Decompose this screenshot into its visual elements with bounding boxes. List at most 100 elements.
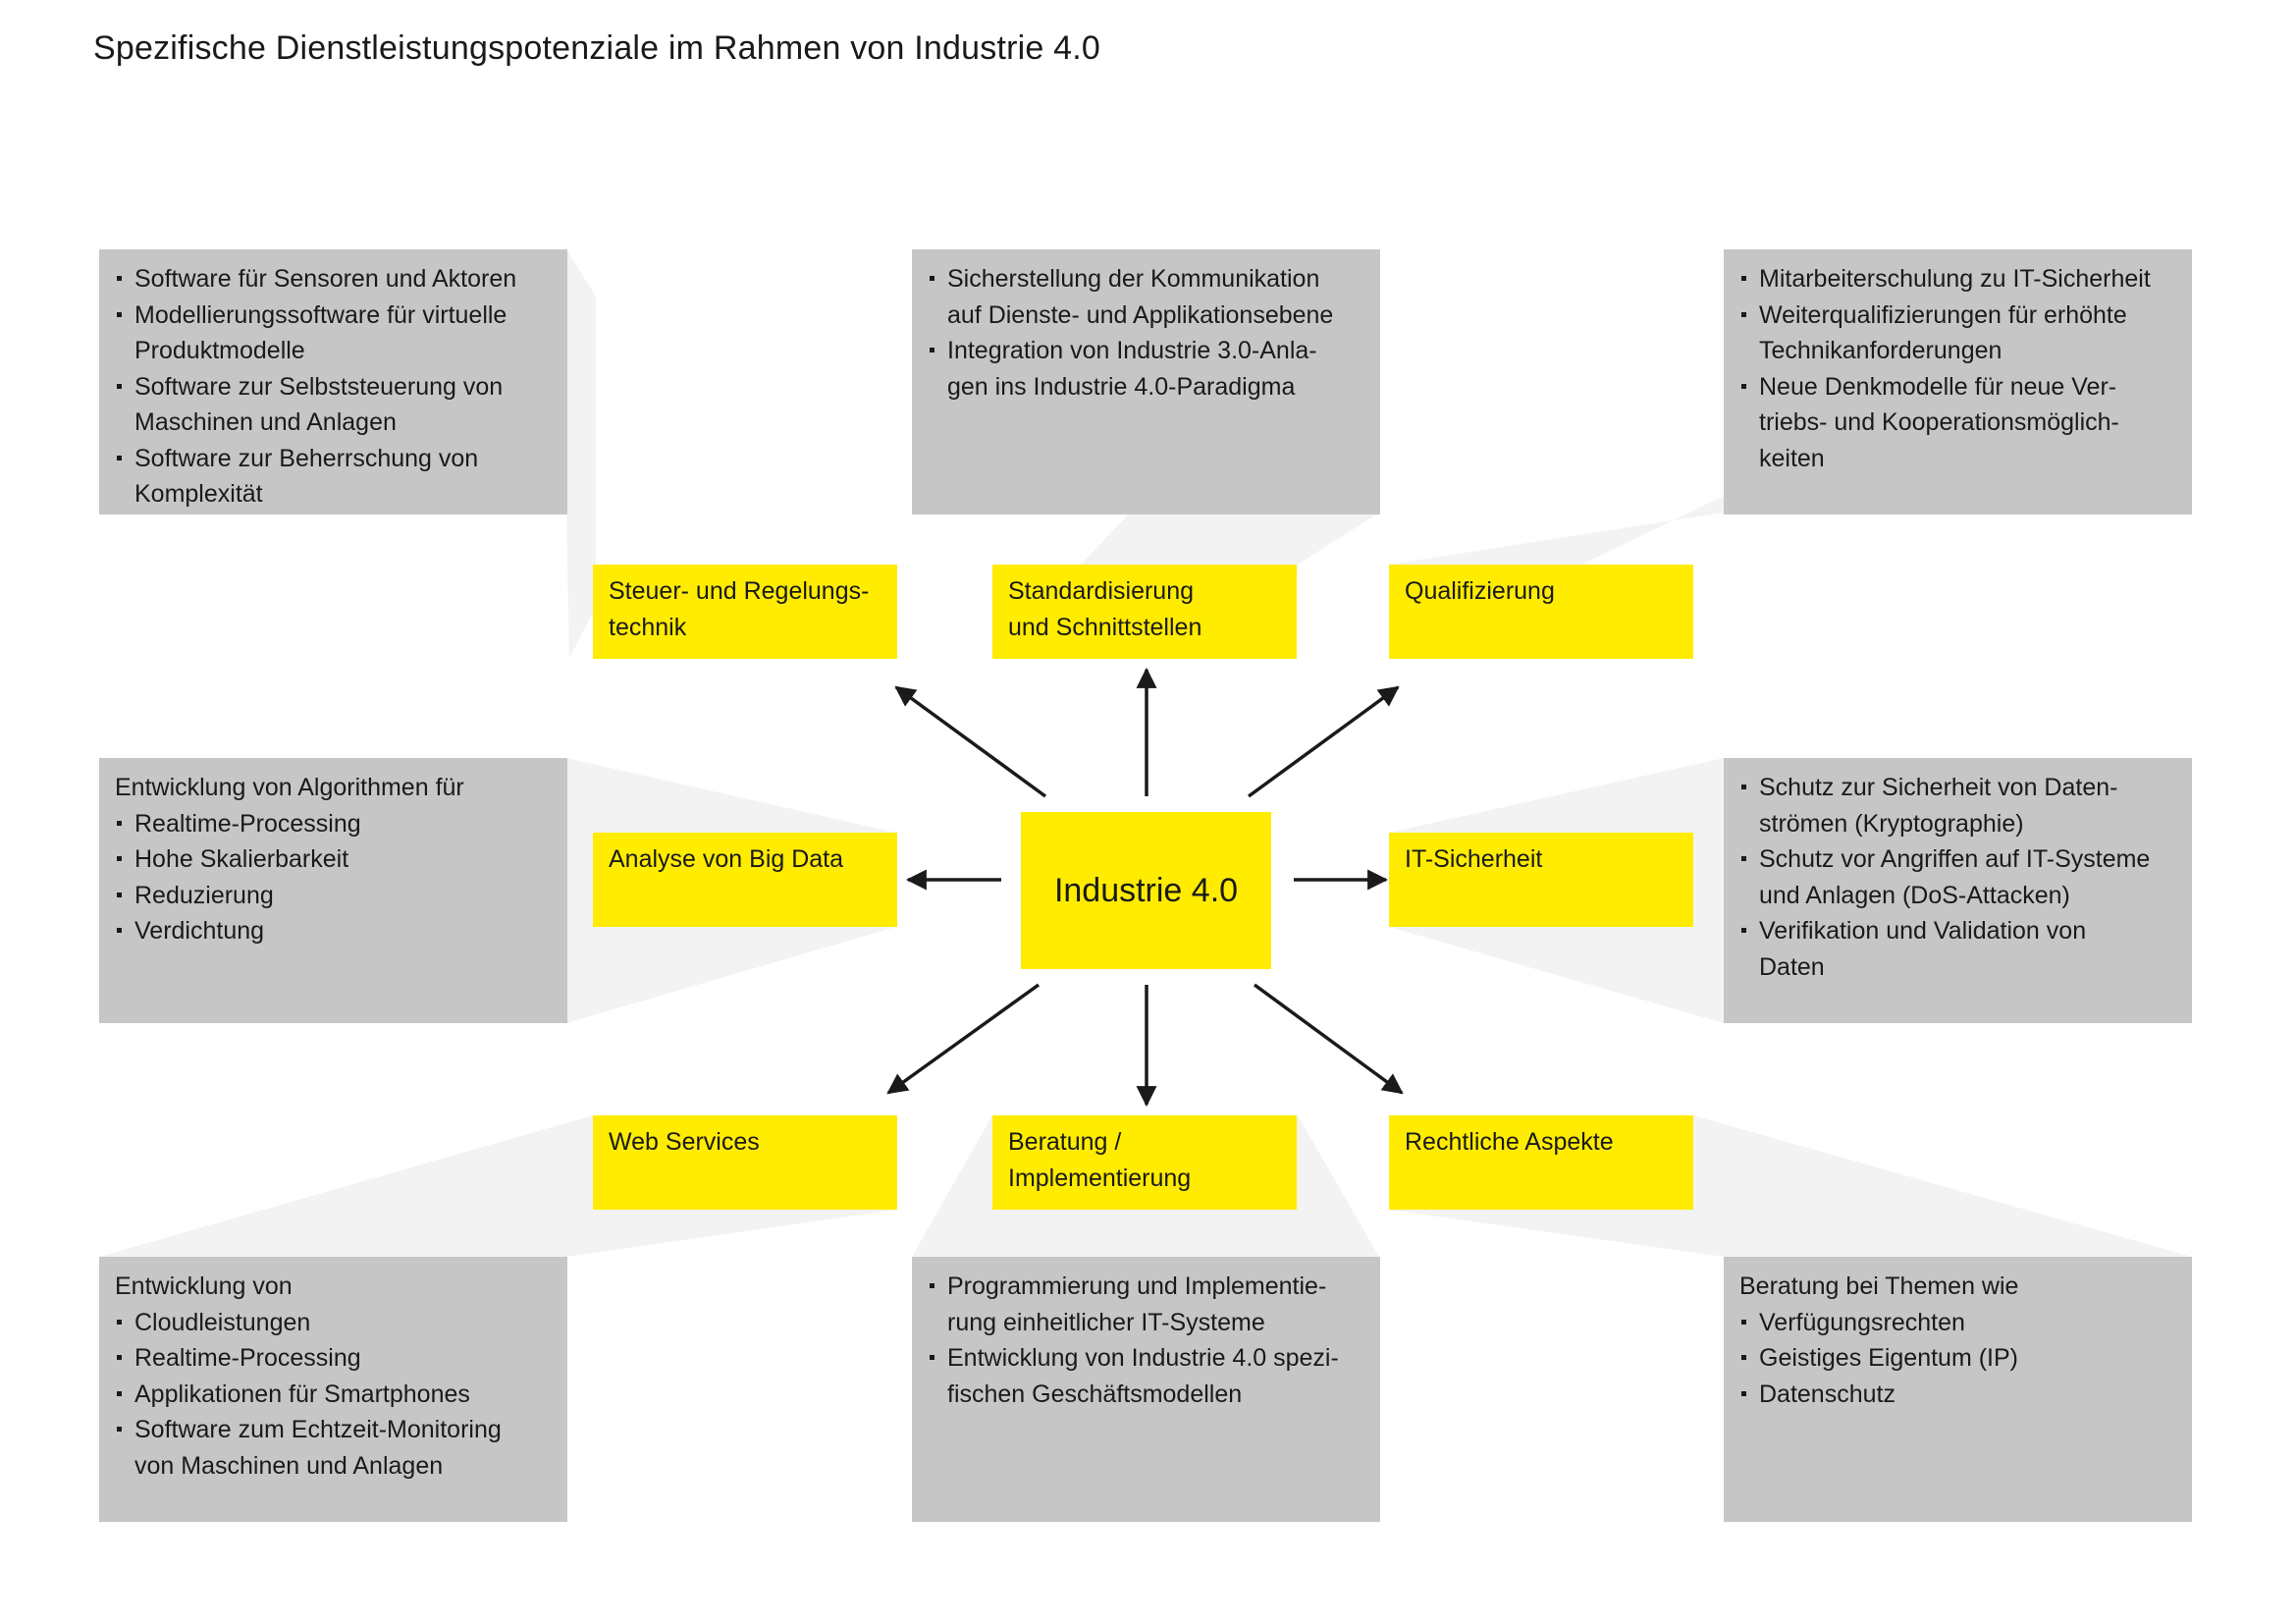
category-label-quali: Qualifizierung: [1389, 565, 1693, 659]
bullet-text-line: Software zur Selbststeuerung von: [134, 372, 504, 401]
bullet-item: Geistiges Eigentum (IP): [1739, 1340, 2176, 1377]
bullet-text-line: Programmierung und Implementie-: [947, 1272, 1327, 1300]
detail-box-standard: Sicherstellung der Kommunikation auf Dien…: [912, 249, 1380, 514]
bullet-text-line: Entwicklung von Industrie 4.0 spezi-: [947, 1344, 1339, 1372]
bullet-item: Sicherstellung der Kommunikation auf Dien…: [928, 261, 1364, 333]
arrow-to-web: [886, 983, 1041, 1095]
bullet-item: Verfügungsrechten: [1739, 1305, 2176, 1341]
category-label-steuer: Steuer- und Regelungs-technik: [593, 565, 897, 659]
category-label-bigdata: Analyse von Big Data: [593, 833, 897, 927]
bullet-text-line: Schutz zur Sicherheit von Daten-: [1759, 774, 2118, 801]
category-label-itsec: IT-Sicherheit: [1389, 833, 1693, 927]
bullet-text-line: Mitarbeiterschulung zu IT-Sicherheit: [1759, 265, 2151, 293]
bullet-item: Programmierung und Implementie-rung einh…: [928, 1269, 1364, 1340]
bullet-item: Reduzierung: [115, 878, 552, 914]
bullet-text-line: Datenschutz: [1759, 1380, 1896, 1408]
bullet-list: Programmierung und Implementie-rung einh…: [928, 1269, 1364, 1412]
page-title: Spezifische Dienstleistungspotenziale im…: [93, 29, 1100, 67]
bullet-text-line: Software zur Beherrschung von: [134, 444, 479, 472]
arrow-to-recht: [1253, 983, 1404, 1095]
bullet-text-line: Verfügungsrechten: [1759, 1308, 1965, 1336]
bullet-item: Realtime-Processing: [115, 806, 552, 842]
bullet-item: Entwicklung von Industrie 4.0 spezi-fisc…: [928, 1340, 1364, 1412]
bullet-text-line: Neue Denkmodelle für neue Ver-: [1759, 372, 2117, 401]
bullet-text-line: Sicherstellung der Kommunikation: [947, 265, 1320, 293]
bullet-item: Software zum Echtzeit-Monitoring von Masc…: [115, 1412, 552, 1484]
center-node-industrie-4-0: Industrie 4.0: [1021, 812, 1271, 969]
bullet-item: Neue Denkmodelle für neue Ver-triebs- un…: [1739, 369, 2176, 477]
bullet-text-line: Integration von Industrie 3.0-Anla-: [947, 337, 1317, 364]
bullet-text-line: Verifikation und Validation von: [1759, 917, 2087, 945]
bullet-text-line: auf Dienste- und Applikationsebene: [947, 300, 1334, 329]
category-label-line: Steuer- und Regelungs-: [609, 577, 870, 605]
bullet-text-line: von Maschinen und Anlagen: [134, 1451, 444, 1480]
category-label-line: Rechtliche Aspekte: [1405, 1128, 1614, 1156]
category-label-line: technik: [609, 613, 687, 641]
bullet-text-line: Realtime-Processing: [134, 1344, 361, 1372]
bullet-text-line: fischen Geschäftsmodellen: [947, 1380, 1243, 1408]
category-label-line: Analyse von Big Data: [609, 845, 844, 873]
bullet-text-line: strömen (Kryptographie): [1759, 809, 2024, 838]
center-node-label: Industrie 4.0: [1053, 871, 1239, 909]
category-label-line: Qualifizierung: [1405, 577, 1555, 605]
bullet-text-line: Schutz vor Angriffen auf IT-Systeme: [1759, 845, 2151, 873]
bullet-text-line: triebs- und Kooperationsmöglich-: [1759, 408, 2119, 436]
bullet-item: Integration von Industrie 3.0-Anla-gen i…: [928, 333, 1364, 405]
bullet-item: Hohe Skalierbarkeit: [115, 841, 552, 878]
beam-steuer: [566, 249, 596, 658]
bullet-item: Realtime-Processing: [115, 1340, 552, 1377]
bullet-text-line: Produktmodelle: [134, 337, 305, 364]
category-label-line: Standardisierung: [1008, 577, 1195, 605]
bullet-item: Schutz zur Sicherheit von Daten-strömen …: [1739, 770, 2176, 841]
bullet-item: Datenschutz: [1739, 1377, 2176, 1413]
arrow-to-quali: [1247, 685, 1400, 798]
bullet-text-line: Daten: [1759, 952, 1825, 981]
category-label-beratung: Beratung / Implementierung: [992, 1115, 1297, 1210]
category-label-line: Beratung /: [1008, 1128, 1122, 1156]
category-label-recht: Rechtliche Aspekte: [1389, 1115, 1693, 1210]
bullet-text-line: keiten: [1759, 444, 1825, 472]
bullet-text-line: Applikationen für Smartphones: [134, 1380, 470, 1408]
category-label-line: Web Services: [609, 1128, 760, 1156]
bullet-list: Sicherstellung der Kommunikation auf Dien…: [928, 261, 1364, 405]
category-label-web: Web Services: [593, 1115, 897, 1210]
bullet-list: Schutz zur Sicherheit von Daten-strömen …: [1739, 770, 2176, 985]
bullet-item: Cloudleistungen: [115, 1305, 552, 1341]
bullet-item: Mitarbeiterschulung zu IT-Sicherheit: [1739, 261, 2176, 298]
bullet-text-line: Weiterqualifizierungen für erhöhte: [1759, 300, 2127, 329]
bullet-item: Software für Sensoren und Aktoren: [115, 261, 552, 298]
category-label-line: IT-Sicherheit: [1405, 845, 1543, 873]
beam-quali: [1389, 249, 1724, 658]
detail-box-intro: Entwicklung von Algorithmen für: [115, 774, 464, 801]
bullet-text-line: Software zum Echtzeit-Monitoring: [134, 1416, 502, 1443]
detail-box-intro: Beratung bei Themen wie: [1739, 1272, 2019, 1300]
bullet-text-line: Software für Sensoren und Aktoren: [134, 265, 517, 293]
detail-box-intro: Entwicklung von: [115, 1272, 293, 1300]
bullet-text-line: Geistiges Eigentum (IP): [1759, 1344, 2018, 1372]
bullet-text-line: Cloudleistungen: [134, 1308, 311, 1336]
category-label-line: und Schnittstellen: [1008, 613, 1202, 641]
detail-box-beratung: Programmierung und Implementie-rung einh…: [912, 1257, 1380, 1522]
bullet-text-line: rung einheitlicher IT-Systeme: [947, 1308, 1265, 1336]
bullet-text-line: Komplexität: [134, 480, 263, 508]
category-label-line: Implementierung: [1008, 1164, 1192, 1192]
bullet-text-line: Realtime-Processing: [134, 809, 361, 838]
bullet-text-line: Modellierungssoftware für virtuelle: [134, 300, 507, 329]
category-label-standard: Standardisierung und Schnittstellen: [992, 565, 1297, 659]
bullet-text-line: Reduzierung: [134, 881, 274, 909]
bullet-text-line: Technikanforderungen: [1759, 337, 2002, 364]
bullet-text-line: Hohe Skalierbarkeit: [134, 845, 349, 873]
detail-box-itsec: Schutz zur Sicherheit von Daten-strömen …: [1724, 758, 2192, 1023]
bullet-item: Applikationen für Smartphones: [115, 1377, 552, 1413]
